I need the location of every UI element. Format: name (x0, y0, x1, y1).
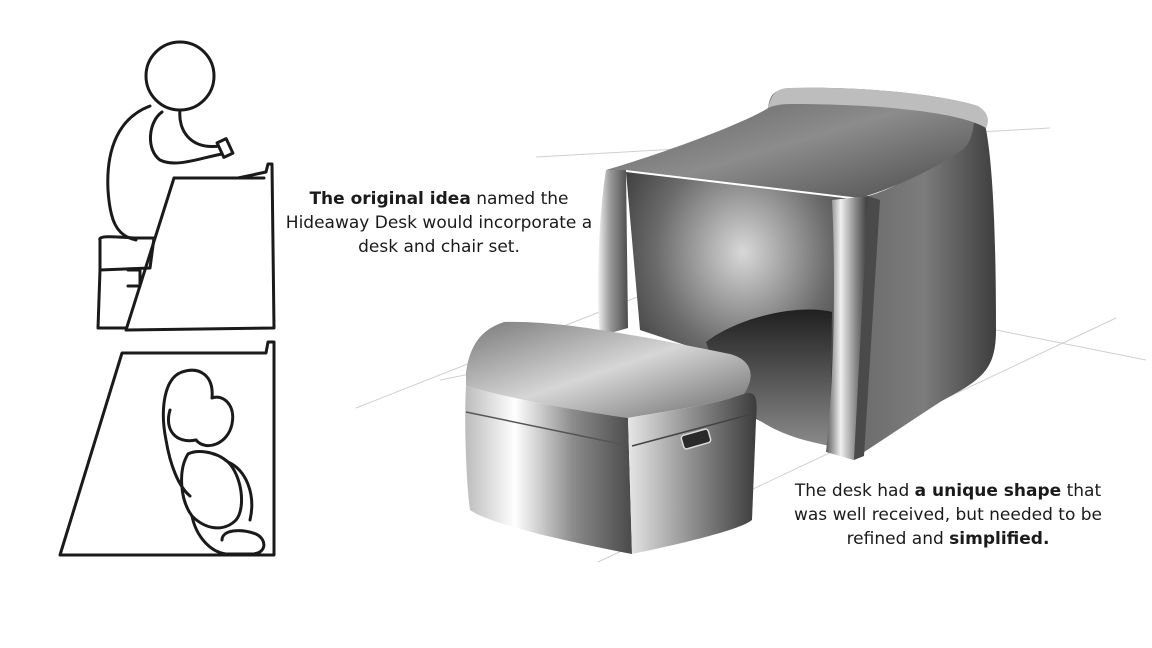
desk-top-surface (606, 87, 978, 198)
seated-figure-sketch (96, 40, 276, 332)
stool-front (465, 386, 632, 554)
stool-side (628, 393, 757, 554)
caption-unique-shape: The desk had a unique shape that was wel… (793, 481, 1102, 549)
caption-original-idea: The original idea named the Hideaway Des… (285, 189, 593, 257)
stool-top (466, 321, 751, 418)
desk-left-pillar (598, 170, 628, 336)
hidden-figure-sketch (58, 340, 276, 557)
stool-handle-slot (680, 428, 712, 450)
desk-side-wall (852, 106, 996, 460)
stool-render (465, 321, 757, 554)
hideaway-desk-render (598, 87, 996, 460)
